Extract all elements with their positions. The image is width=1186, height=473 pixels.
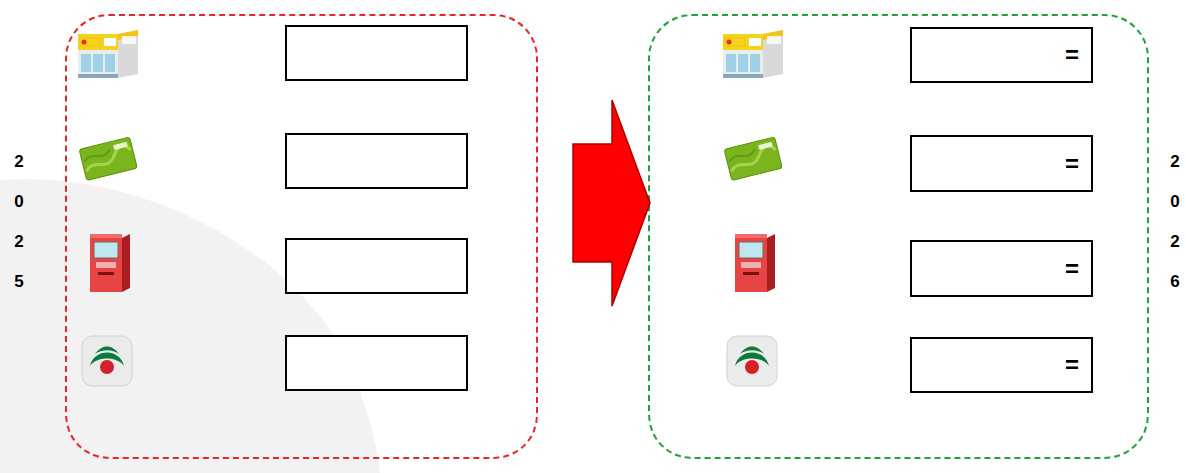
year-label: 2 0 2 6	[1168, 142, 1182, 302]
amount-box: =	[910, 337, 1093, 393]
year-group: 2 0 2 6====	[648, 14, 1149, 459]
amount-box: =	[910, 27, 1093, 83]
empty-box	[285, 238, 468, 294]
empty-box	[285, 133, 468, 189]
year-group: 2 0 2 5	[65, 14, 538, 459]
empty-box	[285, 335, 468, 391]
year-label: 2 0 2 5	[12, 142, 26, 302]
equals-sign: =	[1065, 152, 1079, 176]
block-arrow	[573, 100, 650, 306]
equals-sign: =	[1065, 353, 1079, 377]
amount-box: =	[910, 135, 1093, 192]
amount-box: =	[910, 240, 1093, 297]
empty-box	[285, 25, 468, 81]
equals-sign: =	[1065, 257, 1079, 281]
equals-sign: =	[1065, 43, 1079, 67]
